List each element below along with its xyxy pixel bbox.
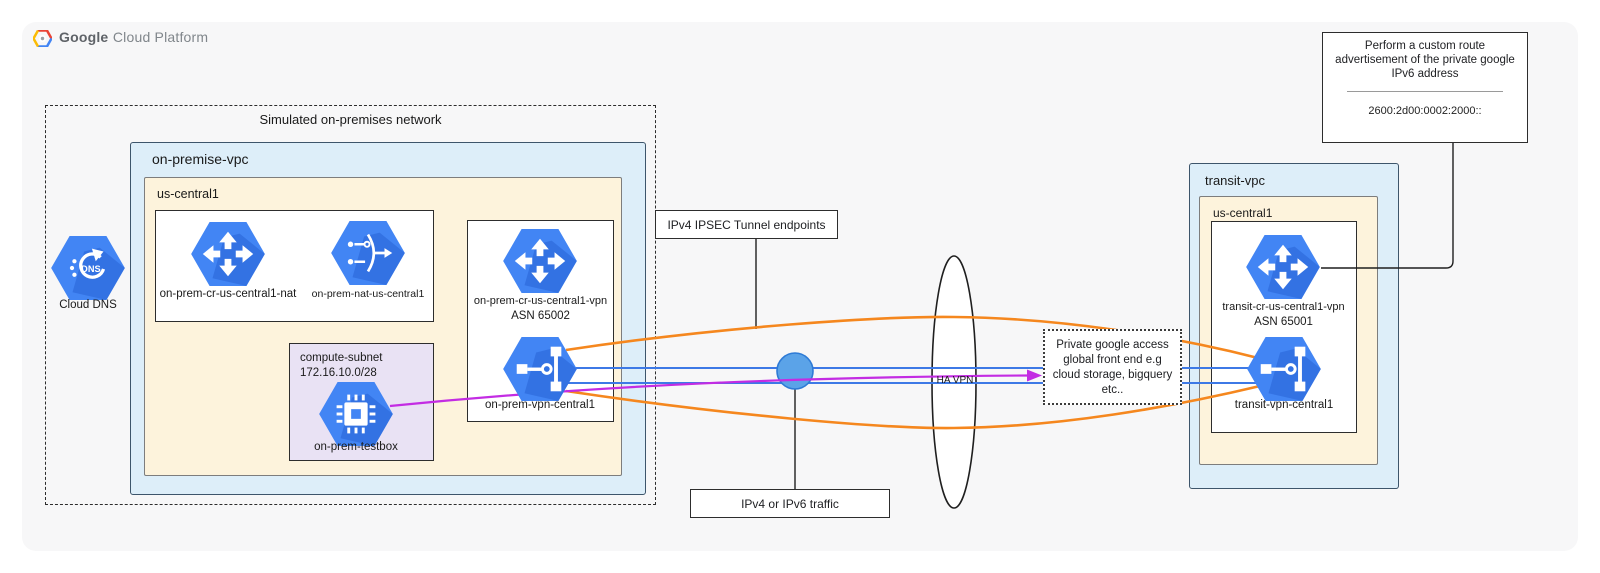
onprem-testbox-label: on-prem-testbox bbox=[314, 441, 398, 453]
simulated-onprem-title: Simulated on-premises network bbox=[259, 112, 442, 127]
cloud-router-icon bbox=[1246, 235, 1320, 299]
transit-region-title: us-central1 bbox=[1213, 206, 1273, 220]
onprem-nat-router-label: on-prem-cr-us-central1-nat bbox=[159, 288, 297, 300]
gcp-logo: Google Cloud Platform bbox=[33, 29, 208, 47]
traffic-labelbox: IPv4 or IPv6 traffic bbox=[690, 489, 890, 518]
svg-text:DNS: DNS bbox=[81, 264, 100, 274]
custom-route-callout-box: Perform a custom route advertisement of … bbox=[1322, 32, 1528, 143]
traffic-text: IPv4 or IPv6 traffic bbox=[741, 496, 839, 511]
private-google-access-box: Private google access global front end e… bbox=[1043, 329, 1182, 405]
cloud-vpn-icon bbox=[1247, 337, 1321, 401]
onprem-nat-label: on-prem-nat-us-central1 bbox=[311, 288, 425, 300]
onprem-vpn-router-label: on-prem-cr-us-central1-vpn bbox=[473, 295, 608, 307]
transit-vpc-title: transit-vpc bbox=[1205, 173, 1265, 188]
cloud-vpn-icon bbox=[503, 337, 577, 401]
cloud-router-icon bbox=[191, 222, 265, 286]
onprem-region-title: us-central1 bbox=[157, 187, 219, 201]
cloud-dns-icon: DNS bbox=[51, 236, 125, 300]
logo-product: Cloud Platform bbox=[112, 29, 209, 45]
onprem-vpn-router-asn: ASN 65002 bbox=[511, 310, 570, 322]
compute-engine-icon bbox=[319, 382, 393, 446]
ipsec-endpoints-text: IPv4 IPSEC Tunnel endpoints bbox=[667, 217, 826, 232]
ha-vpn-label: HA VPN bbox=[936, 375, 974, 386]
compute-subnet-cidr: 172.16.10.0/28 bbox=[300, 367, 377, 379]
custom-route-ipv6-value: 2600:2d00:0002:2000:: bbox=[1368, 105, 1482, 117]
gcp-hexagon-icon bbox=[33, 29, 52, 47]
logo-brand: Google bbox=[59, 29, 109, 45]
custom-route-callout-text: Perform a custom route advertisement of … bbox=[1335, 40, 1515, 80]
onprem-vpc-title: on-premise-vpc bbox=[152, 151, 249, 167]
ipsec-endpoints-labelbox: IPv4 IPSEC Tunnel endpoints bbox=[655, 210, 838, 239]
onprem-vpn-gateway-label: on-prem-vpn-central1 bbox=[485, 399, 595, 411]
simulated-onprem-container bbox=[45, 105, 656, 505]
compute-subnet-title: compute-subnet bbox=[300, 352, 383, 364]
transit-router-label: transit-cr-us-central1-vpn bbox=[1222, 301, 1345, 313]
transit-vpn-gateway-label: transit-vpn-central1 bbox=[1234, 399, 1334, 411]
callout-divider bbox=[1347, 91, 1503, 92]
cloud-dns-label: Cloud DNS bbox=[59, 299, 117, 311]
cloud-nat-icon bbox=[331, 221, 405, 285]
cloud-router-icon bbox=[503, 229, 577, 293]
transit-router-asn: ASN 65001 bbox=[1254, 316, 1313, 328]
private-google-access-text: Private google access global front end e… bbox=[1052, 339, 1173, 396]
